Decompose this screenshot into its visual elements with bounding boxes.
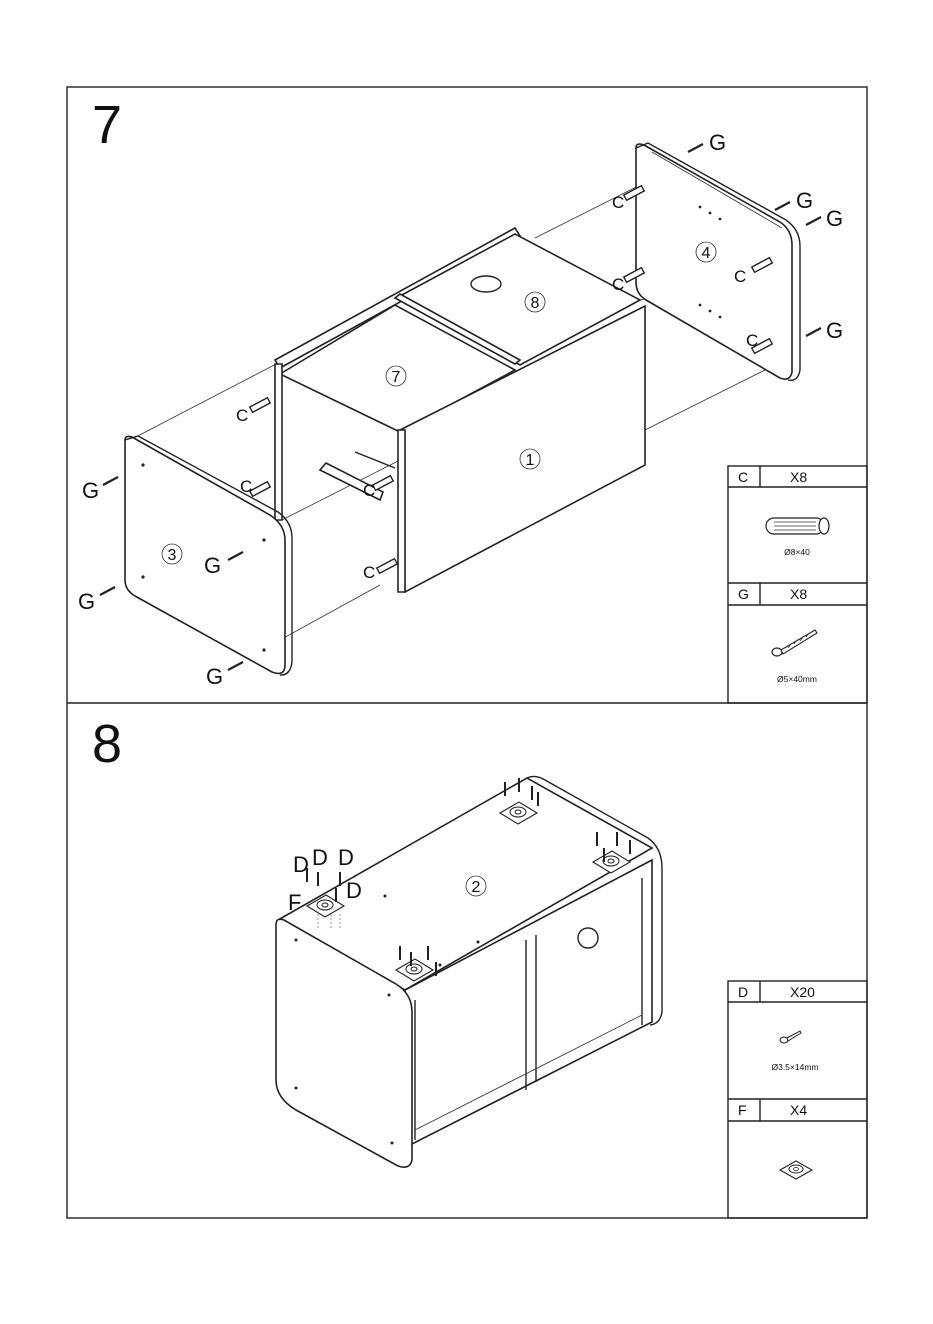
hardware-c-qty: X8 — [790, 469, 807, 485]
hardware-d-letter: D — [738, 984, 748, 1000]
label-g: G — [78, 589, 95, 614]
label-c: C — [236, 406, 248, 425]
label-g: G — [206, 664, 223, 689]
small-screw-icon — [780, 1031, 801, 1043]
label-g: G — [204, 553, 221, 578]
hardware-box-step-7: C X8 Ø8×40 G X8 Ø5×40mm — [728, 466, 867, 703]
screw-icon — [772, 630, 817, 656]
part-3-label: 3 — [168, 547, 177, 564]
step-8-number: 8 — [92, 714, 122, 774]
hardware-d-qty: X20 — [790, 984, 815, 1000]
hardware-f-qty: X4 — [790, 1102, 807, 1118]
step-8-illustration: D D D D F 2 — [276, 776, 662, 1167]
label-g: G — [709, 130, 726, 155]
label-c: C — [734, 267, 746, 286]
label-d: D — [293, 852, 309, 877]
label-c: C — [612, 193, 624, 212]
label-d: D — [346, 878, 362, 903]
part-4-label: 4 — [702, 245, 711, 262]
label-c: C — [363, 563, 375, 582]
label-c: C — [240, 477, 252, 496]
part-8-label: 8 — [531, 295, 540, 312]
label-g: G — [796, 188, 813, 213]
label-d: D — [312, 845, 328, 870]
hardware-g-spec: Ø5×40mm — [777, 674, 817, 684]
label-c: C — [746, 331, 758, 350]
label-d: D — [338, 845, 354, 870]
part-2-label: 2 — [472, 879, 481, 896]
label-c: C — [612, 275, 624, 294]
hardware-box-step-8: D X20 Ø3.5×14mm F X4 — [728, 981, 867, 1218]
hardware-d-spec: Ø3.5×14mm — [771, 1062, 818, 1072]
dowel-icon — [766, 518, 829, 534]
label-g: G — [82, 478, 99, 503]
step-7-number: 7 — [92, 95, 122, 155]
label-g: G — [826, 318, 843, 343]
part-1-label: 1 — [526, 452, 535, 469]
label-g: G — [826, 206, 843, 231]
part-7-label: 7 — [392, 369, 401, 386]
label-c: C — [363, 481, 375, 500]
hardware-g-qty: X8 — [790, 586, 807, 602]
hardware-g-letter: G — [738, 586, 749, 602]
label-f: F — [288, 890, 301, 915]
hardware-c-letter: C — [738, 469, 748, 485]
hardware-c-spec: Ø8×40 — [784, 547, 810, 557]
hardware-f-letter: F — [738, 1102, 747, 1118]
foot-plate-icon — [780, 1161, 812, 1179]
